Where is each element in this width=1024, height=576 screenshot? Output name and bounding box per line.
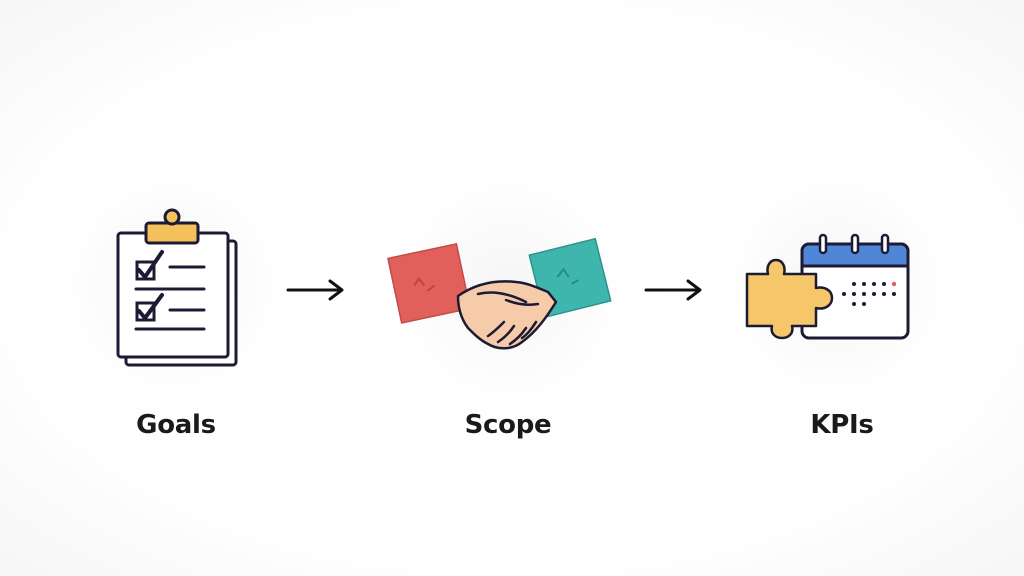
step-label-kpis: KPIs bbox=[810, 410, 874, 440]
step-label-scope: Scope bbox=[464, 410, 552, 440]
arrow-right-icon bbox=[286, 279, 344, 301]
arrow-right-icon bbox=[644, 279, 702, 301]
step-label-goals: Goals bbox=[136, 410, 216, 440]
clipboard-checklist-icon bbox=[116, 208, 238, 367]
handshake-icon bbox=[387, 238, 612, 350]
puzzle-calendar-icon bbox=[745, 233, 910, 340]
